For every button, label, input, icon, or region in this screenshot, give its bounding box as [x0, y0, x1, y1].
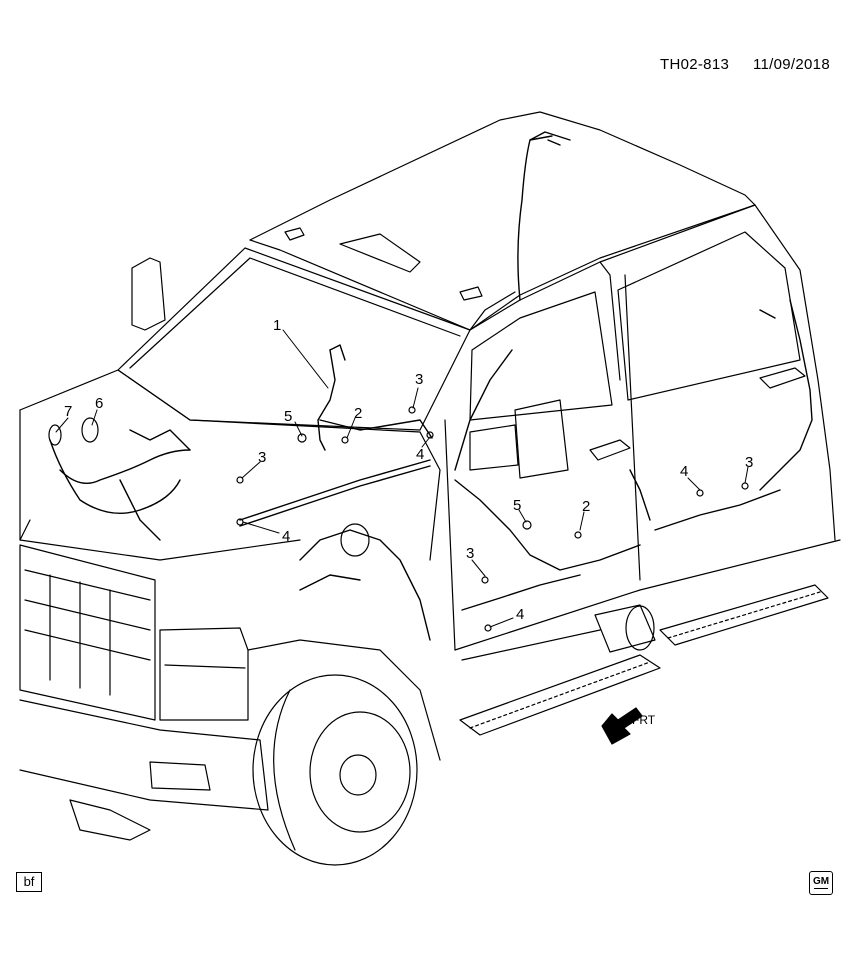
callout-labels: 1 2 3 3 3 3 4 4 4 4 5 5 6 7 2 [64, 317, 753, 623]
wiring-harness [49, 131, 813, 641]
drawing-id: TH02-813 [660, 56, 730, 73]
gm-logo-text: GM [812, 875, 830, 887]
front-direction-arrow: FRT [601, 707, 656, 745]
drawing-date: 11/09/2018 [753, 56, 830, 73]
callout-3: 3 [258, 449, 266, 466]
truck-body [19, 111, 841, 866]
callout-3: 3 [415, 371, 423, 388]
fasteners [48, 406, 749, 632]
callout-3: 3 [466, 545, 474, 562]
callout-5: 5 [284, 408, 292, 425]
frt-label: FRT [632, 713, 656, 727]
gm-logo-bar [814, 887, 828, 890]
callout-4: 4 [680, 463, 688, 480]
callout-4: 4 [516, 606, 524, 623]
callout-6: 6 [95, 395, 103, 412]
callout-2: 2 [354, 405, 362, 422]
code-box: bf [16, 872, 42, 892]
callout-7: 7 [64, 403, 72, 420]
callout-5: 5 [513, 497, 521, 514]
callout-4: 4 [416, 446, 424, 463]
gm-logo: GM [809, 871, 833, 895]
callout-4: 4 [282, 528, 290, 545]
callout-3: 3 [745, 454, 753, 471]
callout-2: 2 [582, 498, 590, 515]
leader-lines [55, 329, 749, 628]
callout-1: 1 [273, 317, 281, 334]
